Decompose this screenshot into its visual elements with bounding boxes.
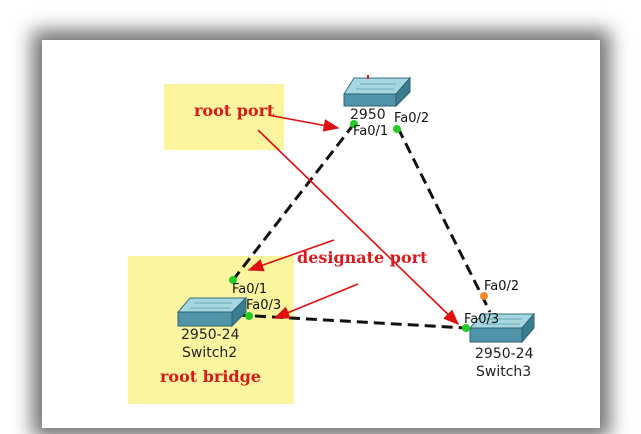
switch1-model: 2950: [350, 107, 386, 123]
port-indicator-switch3-fa0-2: [480, 292, 488, 300]
arrow-root-port-to-switch3: [257, 129, 460, 326]
link-switch1-switch3: [396, 127, 492, 313]
port-indicator-switch1-fa0-1: [350, 120, 358, 128]
port-indicator-switch3-fa0-3: [462, 324, 470, 332]
switch3-model: 2950-24: [475, 346, 534, 362]
link-switch2-switch3: [237, 313, 467, 330]
arrow-designate-to-switch2-fa0-3: [273, 283, 359, 319]
switch3-name: Switch3: [476, 364, 532, 380]
switch2-name: Switch2: [182, 345, 238, 361]
root-port-highlight: [164, 84, 284, 150]
annotation-designate-port: designate port: [297, 248, 428, 267]
switch2-port-fa0-3: Fa0/3: [246, 298, 282, 313]
switch3-port-fa0-2: Fa0/2: [484, 279, 520, 294]
arrow-root-port-to-switch1: [267, 114, 340, 132]
root-bridge-highlight: [128, 256, 294, 404]
switch1-port-fa0-2: Fa0/2: [394, 111, 430, 126]
arrow-designate-to-switch2-fa0-1: [247, 239, 335, 272]
port-indicator-switch2-fa0-1: [229, 276, 237, 284]
switch3-icon[interactable]: [468, 312, 536, 344]
switch1-port-fa0-1: Fa0/1: [353, 124, 389, 139]
switch2-model: 2950-24: [181, 327, 240, 343]
switch2-icon[interactable]: [176, 296, 248, 328]
switch1-icon[interactable]: [343, 75, 412, 108]
switch2-port-fa0-1: Fa0/1: [232, 282, 268, 297]
port-indicator-switch2-fa0-3: [245, 312, 253, 320]
port-indicator-switch1-fa0-2: [393, 125, 401, 133]
annotation-root-bridge: root bridge: [160, 367, 261, 386]
annotation-root-port: root port: [194, 101, 275, 120]
switch3-port-fa0-3: Fa0/3: [464, 312, 500, 327]
